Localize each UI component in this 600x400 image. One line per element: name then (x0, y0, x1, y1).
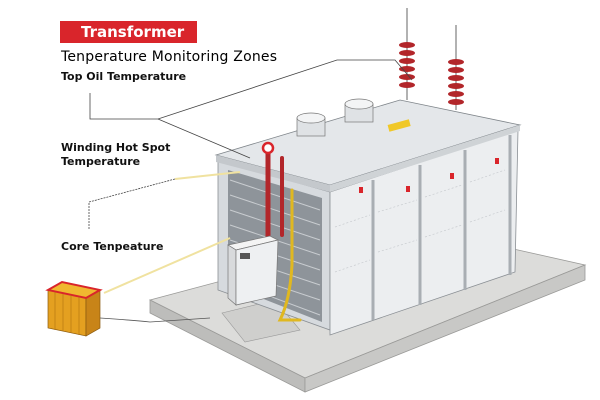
winding-line2: Temperature (61, 155, 141, 168)
bushings (399, 8, 464, 110)
diagram-title: Tenperature Monitoring Zones (61, 49, 278, 65)
leader-lines (88, 59, 413, 294)
transformer-badge: Transformer (60, 21, 197, 43)
control-box (227, 235, 280, 306)
conservator-domes (296, 98, 374, 137)
label-core-temperature: Core Tenpeature (61, 240, 164, 253)
label-winding-hot-spot: Winding Hot Spot Temperature (61, 141, 191, 169)
terminal-plate (387, 119, 411, 132)
label-top-oil-temperature: Top Oil Temperature (61, 70, 187, 83)
winding-line1: Winding Hot Spot (61, 141, 171, 154)
pipes (261, 141, 302, 322)
tank-top (214, 99, 522, 192)
junction-crate (45, 280, 211, 337)
